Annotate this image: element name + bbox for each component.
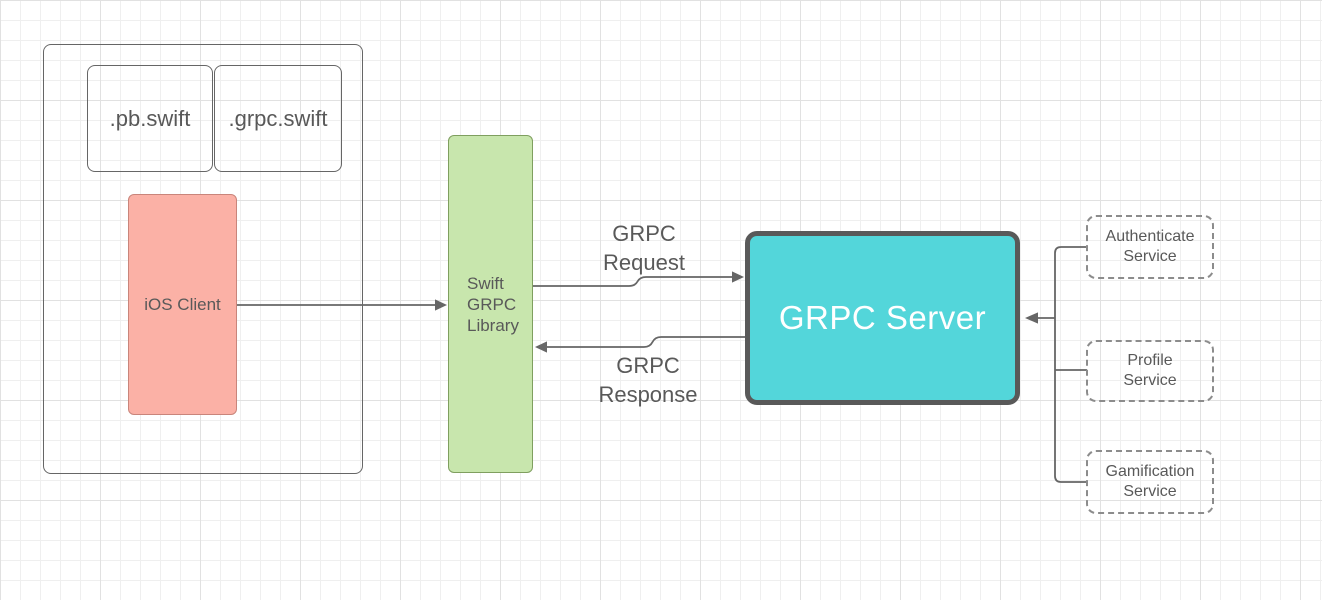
ios-client-label: iOS Client xyxy=(144,294,221,314)
grpc-response-label: GRPC Response xyxy=(598,353,698,407)
grpc-swift-label: .grpc.swift xyxy=(228,105,328,131)
edge-grpc-request xyxy=(533,276,732,287)
swift-grpc-library-label: Swift GRPC Library xyxy=(467,274,519,335)
authenticate-service-label: Authenticate Service xyxy=(1105,228,1195,265)
ios-client-box: iOS Client xyxy=(128,194,237,415)
authenticate-service-box: Authenticate Service xyxy=(1086,215,1214,279)
profile-service-box: Profile Service xyxy=(1086,340,1214,402)
arrowhead-grpc-request xyxy=(732,271,744,283)
profile-service-label: Profile Service xyxy=(1123,352,1177,389)
edge-grpc-response xyxy=(547,336,745,348)
pb-swift-label: .pb.swift xyxy=(109,105,191,131)
swift-grpc-library-box xyxy=(448,135,533,473)
pb-swift-box: .pb.swift xyxy=(87,65,213,172)
grpc-server-label: GRPC Server xyxy=(778,299,987,336)
grpc-swift-box: .grpc.swift xyxy=(214,65,342,172)
arrowhead-services-to-server xyxy=(1025,312,1038,324)
grpc-server-box: GRPC Server xyxy=(745,231,1020,405)
gamification-service-box: Gamification Service xyxy=(1086,450,1214,514)
edge-services-trunk xyxy=(1054,246,1087,483)
arrowhead-ios-to-library xyxy=(435,299,447,311)
grpc-request-label: GRPC Request xyxy=(603,221,685,275)
gamification-service-label: Gamification Service xyxy=(1105,463,1195,500)
arrowhead-grpc-response xyxy=(535,341,547,353)
client-container-box xyxy=(43,44,363,474)
